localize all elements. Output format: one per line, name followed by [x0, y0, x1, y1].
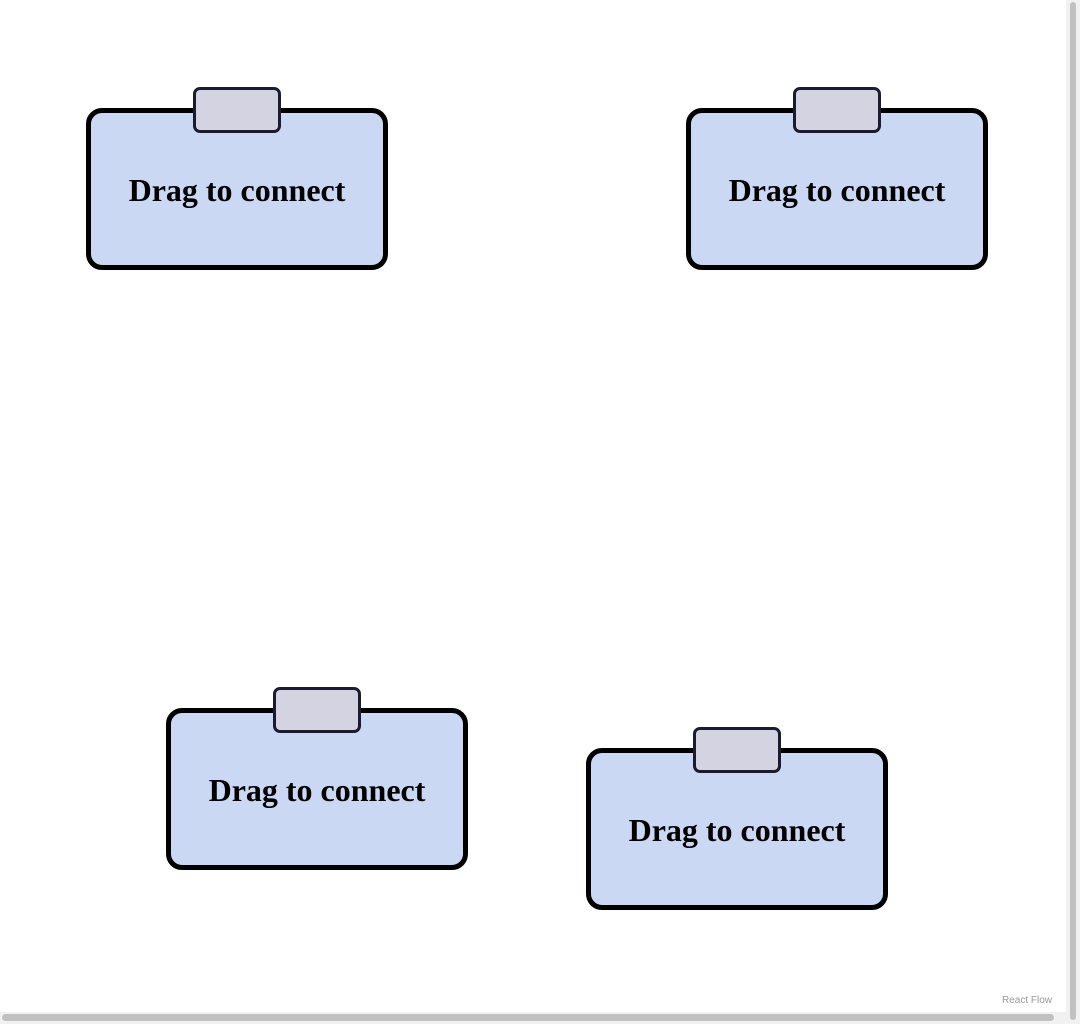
vertical-scrollbar-thumb[interactable] — [1070, 2, 1076, 1020]
node-label: Drag to connect — [628, 811, 846, 848]
flow-node-4[interactable]: Drag to connect — [586, 727, 888, 910]
node-label: Drag to connect — [208, 771, 426, 808]
flow-node-1[interactable]: Drag to connect — [86, 87, 388, 270]
node-label: Drag to connect — [128, 171, 346, 208]
flow-canvas[interactable]: Drag to connect Drag to connect Drag to … — [0, 0, 1066, 1012]
flow-node-2[interactable]: Drag to connect — [686, 87, 988, 270]
flow-node-3[interactable]: Drag to connect — [166, 687, 468, 870]
horizontal-scrollbar-thumb[interactable] — [2, 1014, 1054, 1021]
connection-handle[interactable] — [273, 687, 361, 733]
connection-handle[interactable] — [793, 87, 881, 133]
connection-handle[interactable] — [693, 727, 781, 773]
node-label: Drag to connect — [728, 171, 946, 208]
connection-handle[interactable] — [193, 87, 281, 133]
react-flow-attribution[interactable]: React Flow — [1001, 995, 1052, 1006]
